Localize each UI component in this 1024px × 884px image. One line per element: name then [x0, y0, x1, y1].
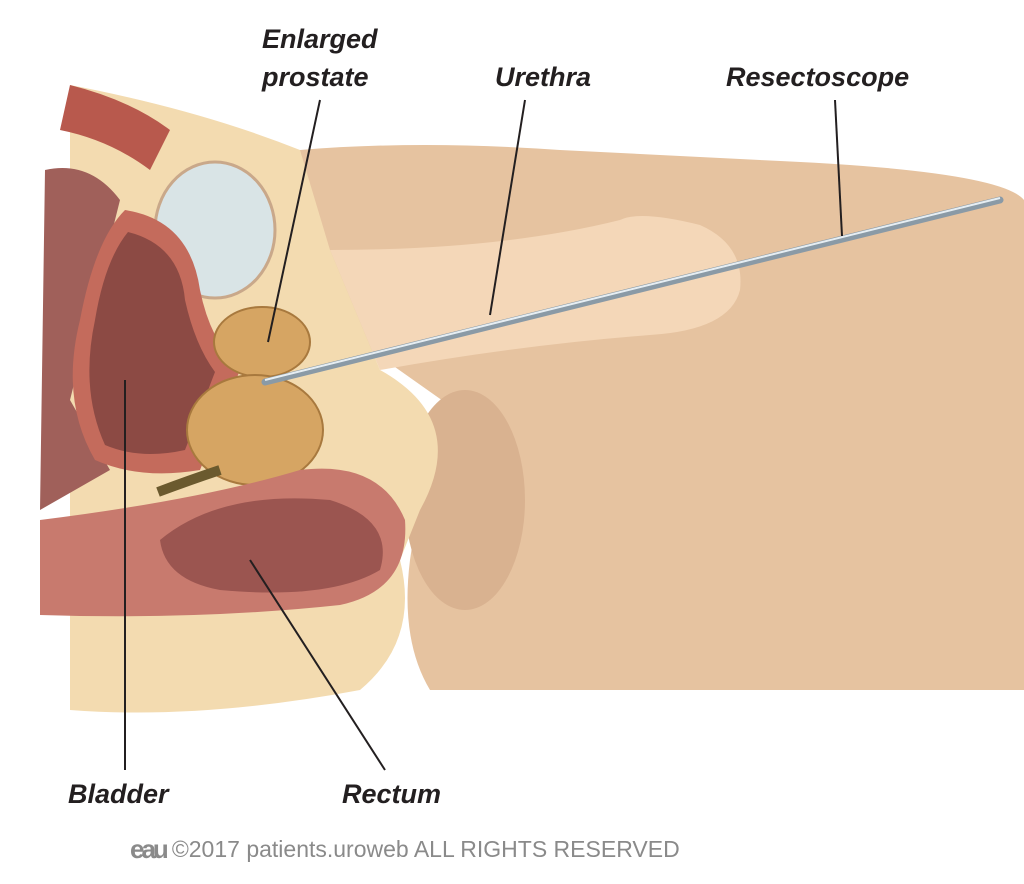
abdominal-muscle	[60, 85, 170, 170]
copyright-text: ©2017 patients.uroweb ALL RIGHTS RESERVE…	[171, 836, 680, 862]
bladder-lumen	[89, 232, 215, 454]
label-resectoscope: Resectoscope	[726, 62, 910, 92]
label-urethra: Urethra	[495, 62, 592, 92]
seminal-vesicle	[156, 465, 222, 497]
label-enlarged-prostate: Enlarged prostate	[262, 20, 378, 96]
leader-lines	[124, 99, 843, 771]
label-bladder: Bladder	[68, 779, 169, 809]
eau-logo: eau	[130, 834, 169, 864]
footer: eau ©2017 patients.uroweb ALL RIGHTS RES…	[130, 834, 680, 865]
label-rectum: Rectum	[342, 779, 442, 809]
rectum-lumen	[160, 498, 383, 593]
prostate-lower	[186, 374, 324, 486]
penis	[330, 216, 741, 370]
label-prostate-line2: prostate	[262, 62, 369, 92]
resectoscope[interactable]	[261, 196, 1004, 386]
prostate-upper	[213, 306, 311, 378]
label-enlarged-line1: Enlarged	[262, 24, 378, 54]
